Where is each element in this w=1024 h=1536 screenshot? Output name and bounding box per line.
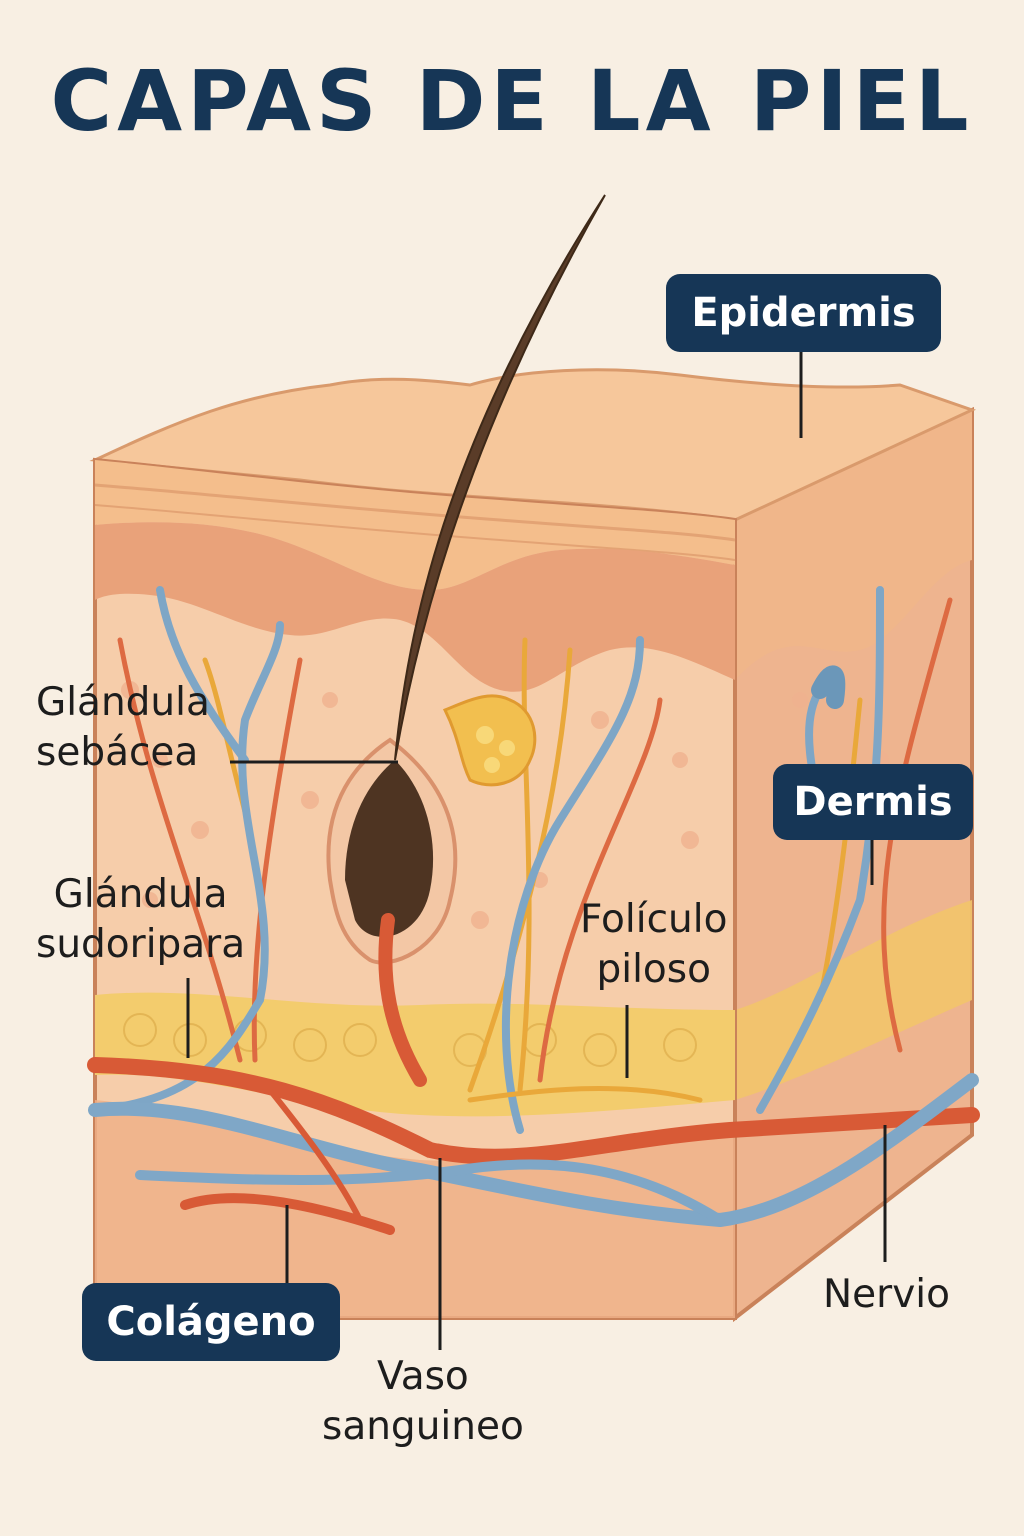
page-title: CAPAS DE LA PIEL: [50, 52, 974, 150]
label-nervio: Nervio: [823, 1272, 950, 1317]
label-foliculo-piloso: Folículo piloso: [580, 897, 728, 992]
label-epidermis: Epidermis: [666, 274, 941, 352]
label-vaso-sanguineo: Vaso sanguineo: [322, 1354, 524, 1449]
large-vein: [88, 1073, 979, 1228]
hair-shaft: [394, 194, 606, 761]
label-glandula-sebacea: Glándula sebácea: [36, 680, 210, 775]
basal-layer: [95, 522, 735, 692]
large-artery: [87, 1057, 980, 1165]
label-colageno: Colágeno: [82, 1283, 340, 1361]
hair-bulb: [345, 760, 434, 937]
hair-papilla-vessel: [378, 913, 427, 1087]
label-dermis: Dermis: [773, 764, 973, 840]
epidermis-layer: [95, 460, 735, 590]
label-glandula-sudoripara: Glándula sudoripara: [36, 872, 246, 967]
block-side-epidermis: [735, 410, 972, 680]
